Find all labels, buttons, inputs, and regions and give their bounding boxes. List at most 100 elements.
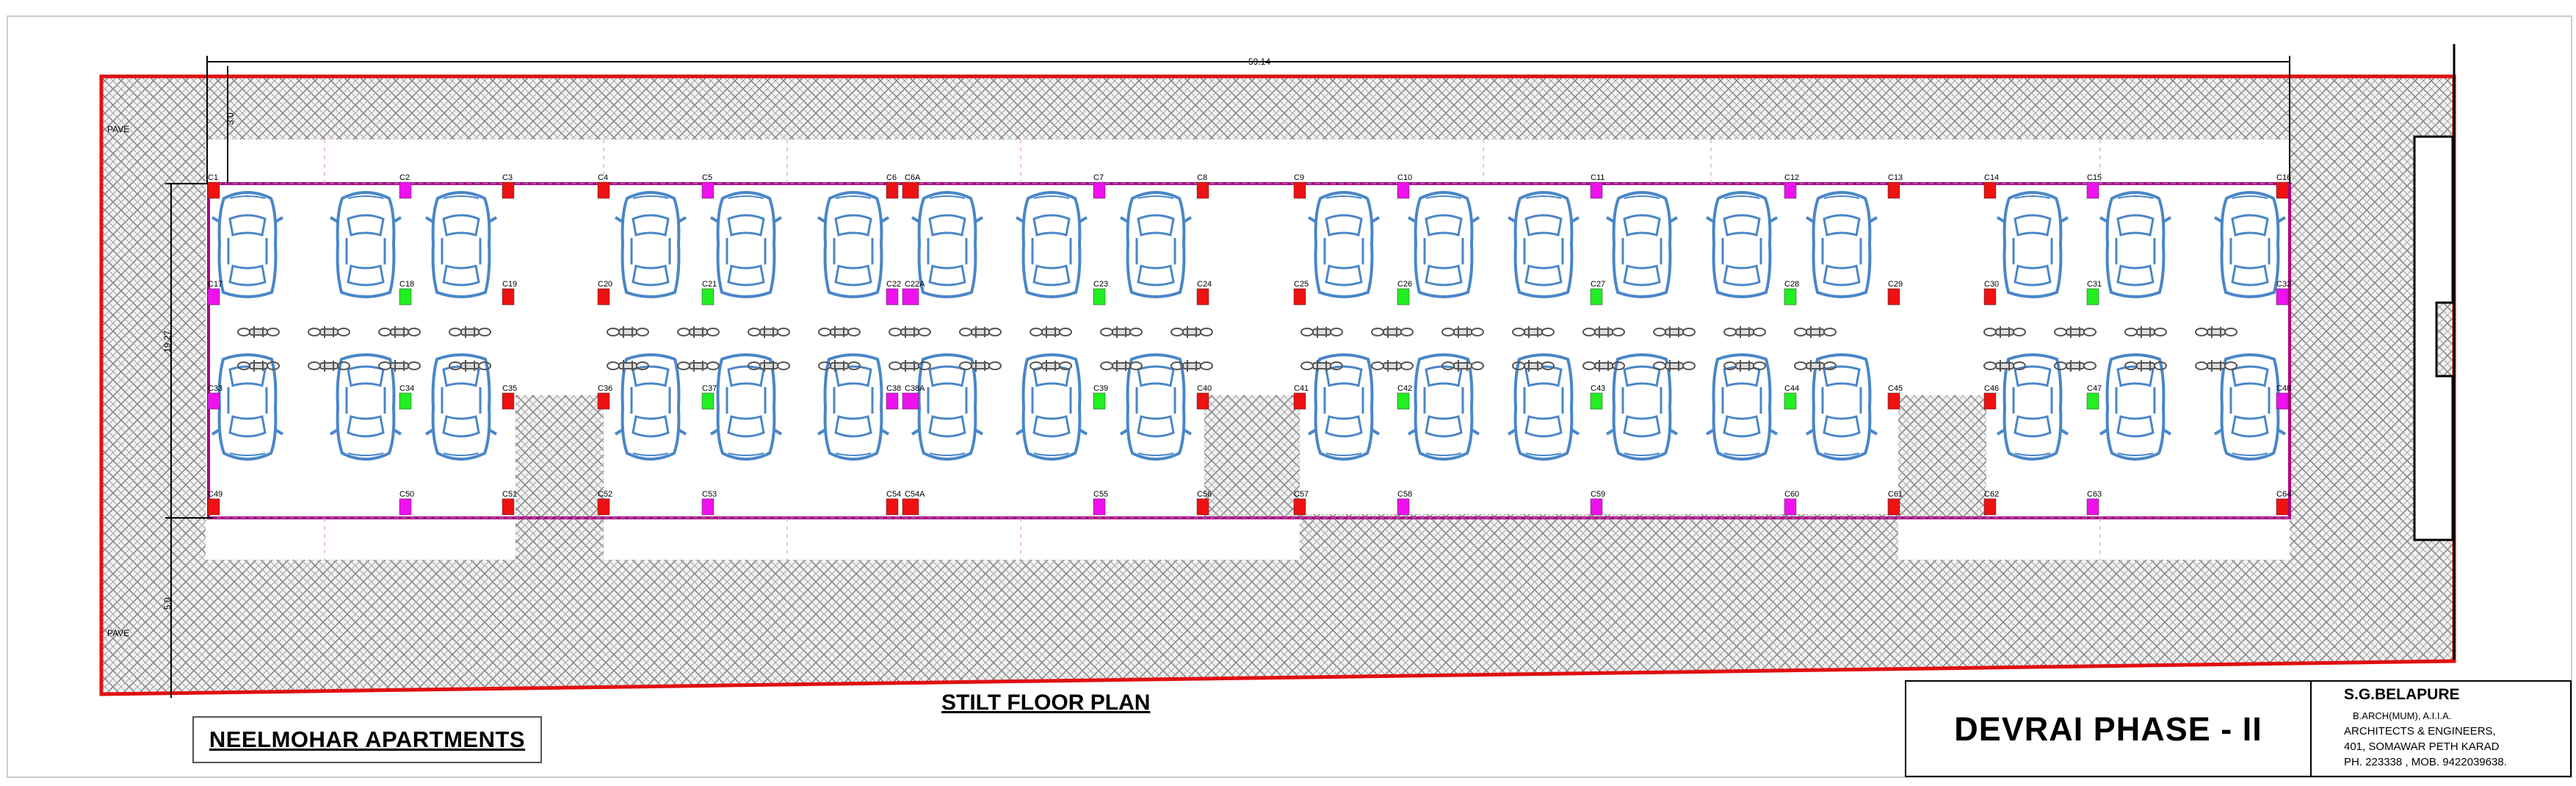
architect-phone: PH. 223338 , MOB. 9422039638. [2344,756,2507,768]
grid-verticals [324,140,2101,560]
column-c34 [399,392,412,410]
column-c19 [502,288,515,306]
column-c11 [1590,181,1603,199]
column-label: C28 [1784,280,1799,289]
car-space [1015,353,1088,461]
column-c33 [207,392,220,410]
car-space [1015,191,1088,298]
column-label: C34 [399,384,414,393]
column-c5 [701,181,714,199]
column-c6 [886,181,899,199]
column-c30 [1983,288,1997,306]
column-label: C14 [1984,173,1999,182]
column-label: C33 [208,384,222,393]
column-c27 [1590,288,1603,306]
column-c54 [886,498,899,516]
column-label: C57 [1294,490,1309,499]
car-space [1407,191,1480,298]
column-c51 [502,498,515,516]
column-c10 [1397,181,1410,199]
column-c40 [1196,392,1209,410]
car-space [911,353,984,461]
column-label: C39 [1093,384,1108,393]
column-c38 [886,392,899,410]
car-space [1605,353,1679,461]
column-c54a [902,498,919,516]
column-label: C38 [886,384,901,393]
column-label: C20 [598,280,612,289]
apartment-name-box: NEELMOHAR APARTMENTS [192,716,542,763]
column-label: C63 [2087,490,2102,499]
column-label: C46 [1984,384,1999,393]
architect-firm: ARCHITECTS & ENGINEERS, [2344,725,2496,738]
column-c58 [1397,498,1410,516]
column-c39 [1093,392,1106,410]
ramp-bay-2 [1204,395,1300,516]
column-c15 [2086,181,2099,199]
column-c38a [902,392,919,410]
project-name: DEVRAI PHASE - II [1954,710,2262,748]
column-c4 [597,181,610,199]
column-c53 [701,498,714,516]
column-c25 [1293,288,1306,306]
column-c42 [1397,392,1410,410]
column-c31 [2086,288,2099,306]
car-space [329,191,402,298]
column-c64 [2276,498,2289,516]
car-space [709,353,783,461]
car-space [1705,191,1779,298]
column-c12 [1784,181,1797,199]
car-space [1507,353,1580,461]
column-label: C59 [1591,490,1605,499]
column-c52 [597,498,610,516]
column-c45 [1887,392,1900,410]
car-space [1805,353,1878,461]
column-c23 [1093,288,1106,306]
column-c17 [207,288,220,306]
column-c60 [1784,498,1797,516]
car-space [211,191,284,298]
ramp-bay-1 [515,395,604,516]
column-c9 [1293,181,1306,199]
column-label: C44 [1784,384,1799,393]
column-label: C15 [2087,173,2102,182]
column-c55 [1093,498,1106,516]
column-label: C41 [1294,384,1309,393]
car-space [1996,191,2069,298]
column-c49 [207,498,220,516]
column-label: C54A [905,490,925,499]
architect-name: S.G.BELAPURE [2344,686,2460,703]
column-c3 [502,181,515,199]
car-space [1407,353,1480,461]
column-label: C48 [2276,384,2291,393]
car-space [424,353,498,461]
column-c62 [1983,498,1997,516]
column-label: C55 [1093,490,1108,499]
column-c57 [1293,498,1306,516]
column-c47 [2086,392,2099,410]
column-label: C32 [2276,280,2291,289]
column-c8 [1196,181,1209,199]
paving-label-top: PAVE [107,124,129,134]
car-space [329,353,402,461]
column-c59 [1590,498,1603,516]
column-c24 [1196,288,1209,306]
column-label: C6A [905,173,921,182]
column-label: C36 [598,384,612,393]
column-label: C56 [1197,490,1212,499]
column-label: C43 [1591,384,1605,393]
column-c1 [207,181,220,199]
project-name-box: DEVRAI PHASE - II [1905,680,2310,777]
column-c6a [902,181,919,199]
column-label: C31 [2087,280,2102,289]
column-c16 [2276,181,2289,199]
car-space [2213,353,2287,461]
car-space [1119,191,1193,298]
car-space [1805,191,1878,298]
column-c50 [399,498,412,516]
architect-qualification: B.ARCH(MUM), A.I.I.A. [2353,710,2452,721]
column-label: C30 [1984,280,1999,289]
car-space [1996,353,2069,461]
car-space [1119,353,1193,461]
column-c37 [701,392,714,410]
